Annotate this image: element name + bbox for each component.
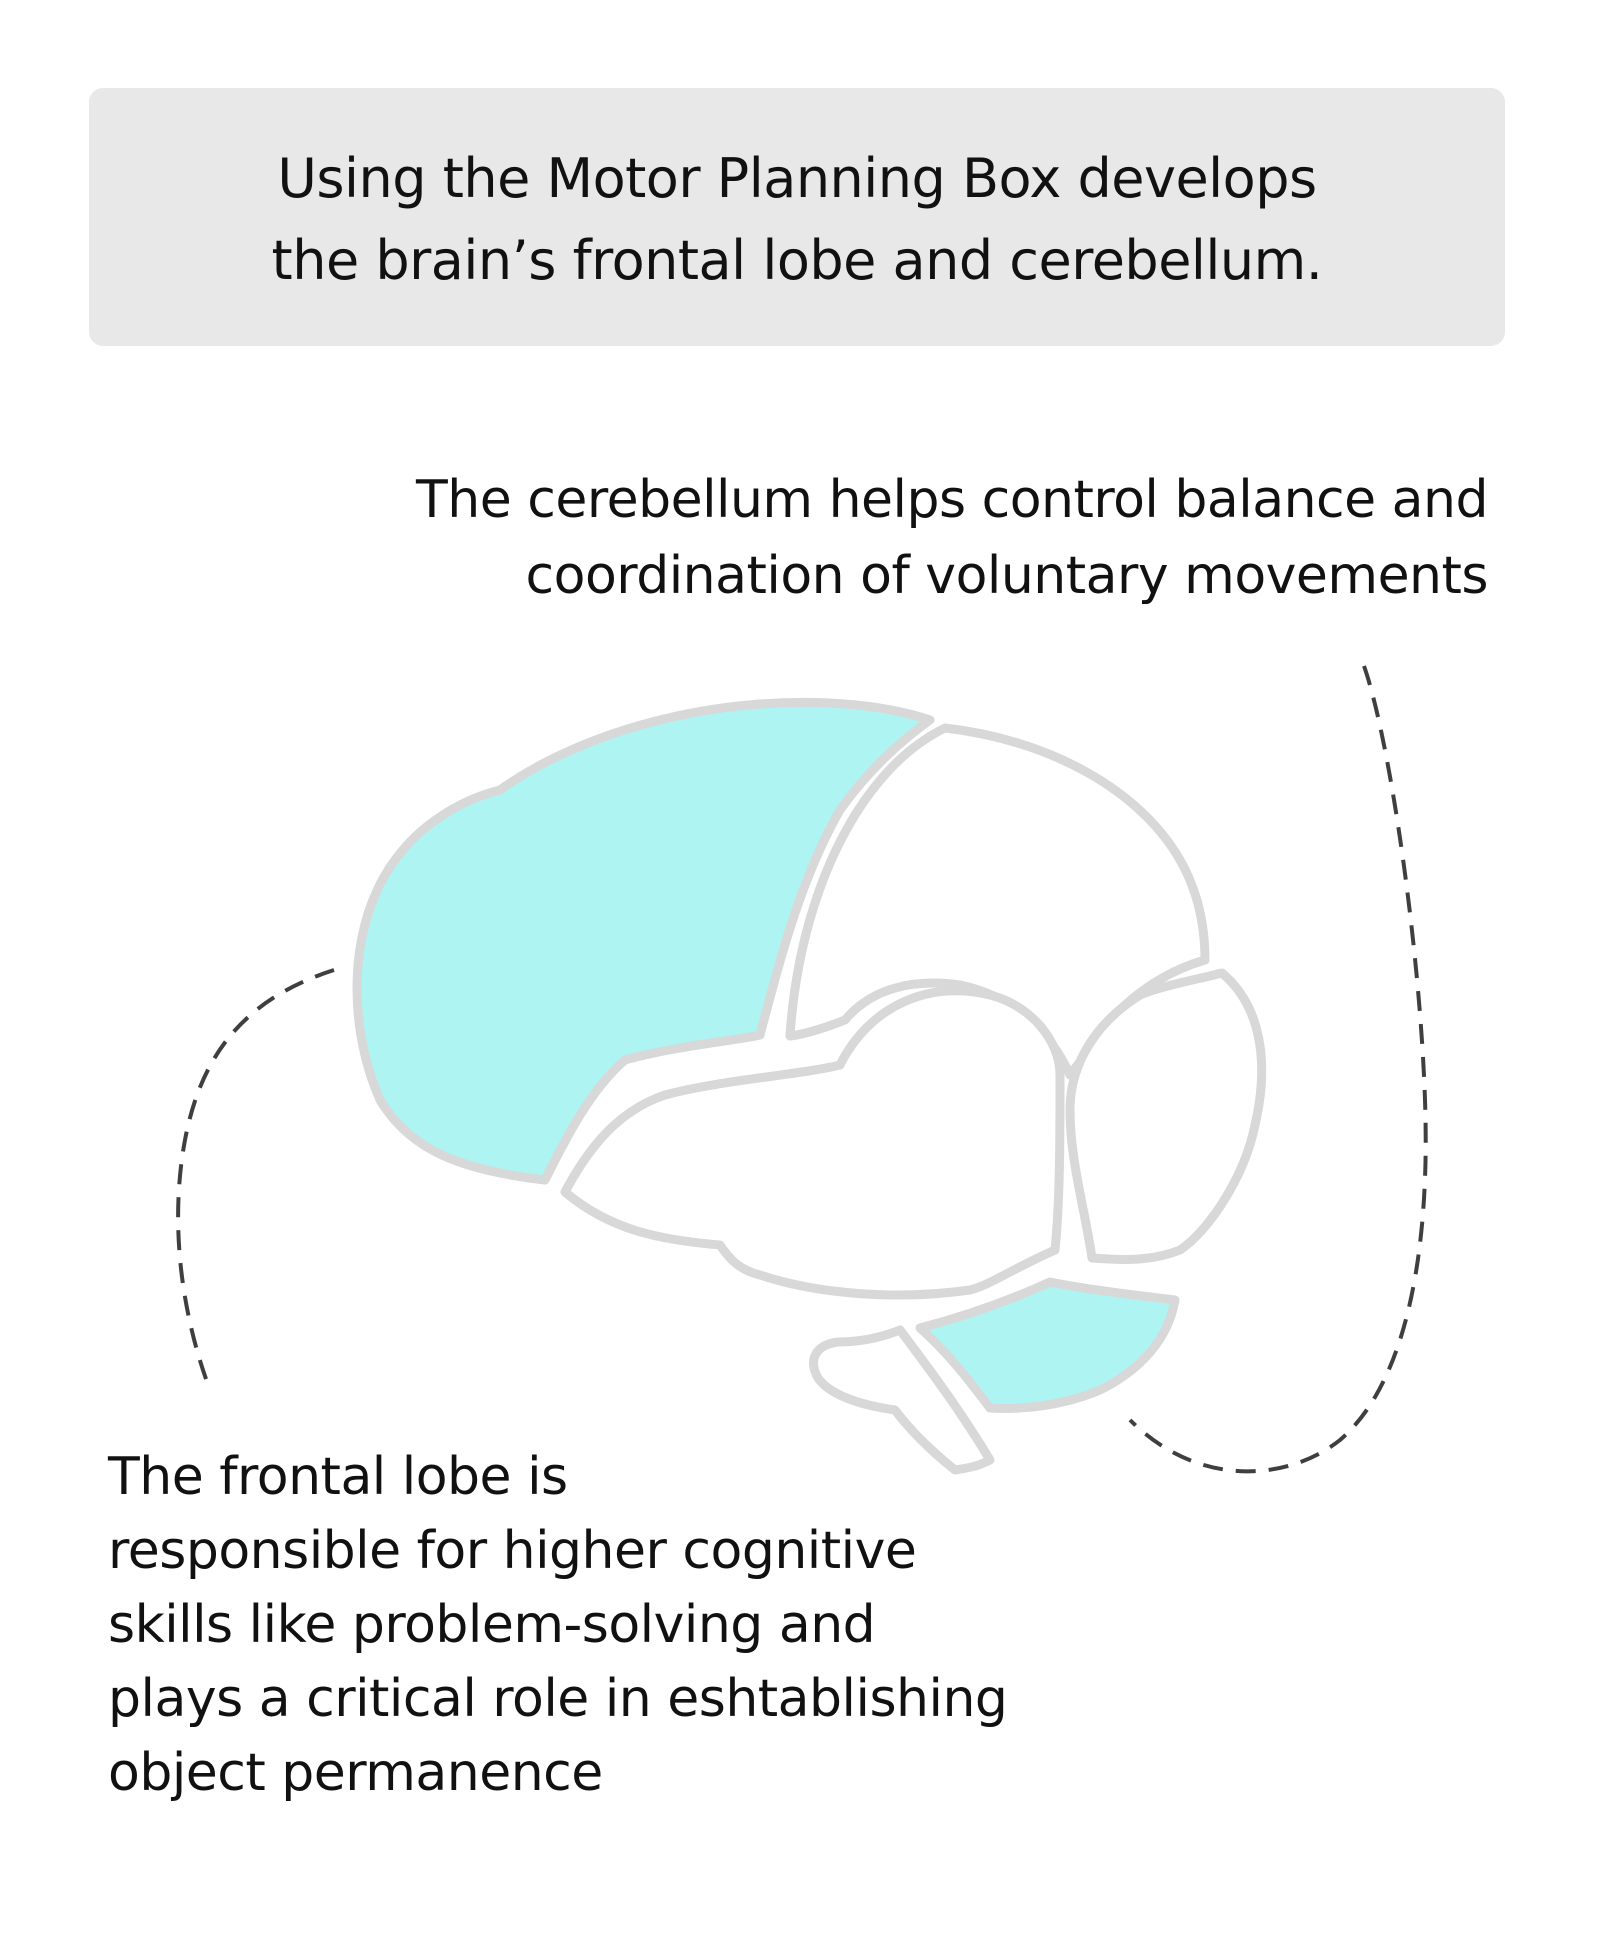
brain-stem-region <box>809 1325 995 1475</box>
frontal-lobe-description-line-5: object permanence <box>108 1743 603 1803</box>
frontal-lobe-region <box>352 697 935 1185</box>
frontal-lobe-description-line-3: skills like problem-solving and <box>108 1595 876 1655</box>
occipital-lobe-region <box>1065 968 1267 1265</box>
cerebellum-region <box>915 1277 1180 1413</box>
temporal-lobe-region <box>560 986 1065 1300</box>
header-box: Using the Motor Planning Box develops th… <box>89 88 1505 346</box>
frontal-lobe-leader-line <box>176 968 335 1391</box>
cerebellum-description-line-2: coordination of voluntary movements <box>525 546 1489 606</box>
cerebellum-description-line-1: The cerebellum helps control balance and <box>416 470 1488 530</box>
frontal-lobe-description-line-1: The frontal lobe is <box>108 1447 568 1507</box>
frontal-lobe-description-line-4: plays a critical role in eshtablishing <box>108 1669 1008 1729</box>
cerebellum-leader-line <box>1128 665 1428 1474</box>
frontal-lobe-description-line-2: responsible for higher cognitive <box>108 1521 917 1581</box>
frontal-lobe-description: The frontal lobe is responsible for high… <box>108 1440 1008 1810</box>
header-title-line-1: Using the Motor Planning Box develops <box>277 147 1317 210</box>
cerebellum-description: The cerebellum helps control balance and… <box>416 462 1488 614</box>
header-title-line-2: the brain’s frontal lobe and cerebellum. <box>271 229 1323 292</box>
